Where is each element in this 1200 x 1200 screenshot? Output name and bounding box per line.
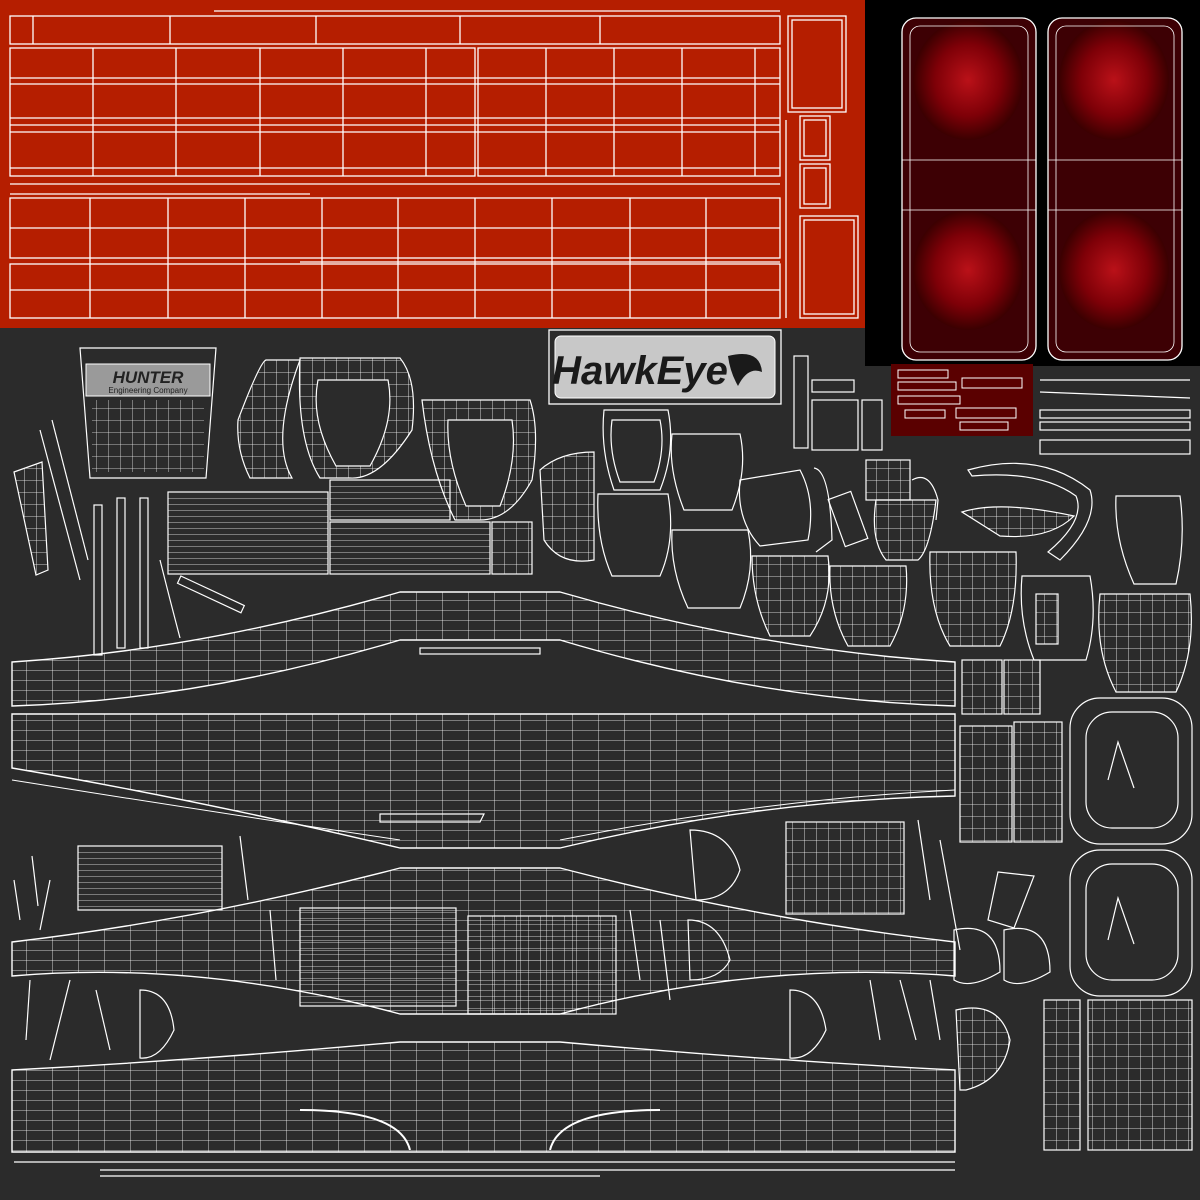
tail-lamp-right bbox=[1047, 17, 1183, 361]
right-pieces bbox=[929, 379, 1193, 1151]
lower-middle-pieces bbox=[13, 647, 961, 1061]
small-red-panel bbox=[891, 364, 1033, 436]
lamp-panel-region bbox=[865, 0, 1200, 366]
bottom-strips bbox=[14, 1161, 955, 1177]
hawkeye-logo-text: HawkEye bbox=[552, 349, 728, 393]
hunter-logo-text: HUNTER bbox=[113, 368, 185, 387]
middle-pieces bbox=[237, 355, 939, 647]
hunter-logo: HUNTER Engineering Company bbox=[79, 347, 217, 479]
chassis-band-1 bbox=[11, 591, 956, 707]
tail-lamp-left bbox=[901, 17, 1037, 361]
hunter-logo-subtext: Engineering Company bbox=[108, 386, 187, 395]
red-panel-region bbox=[0, 0, 865, 328]
chassis-band-4 bbox=[11, 1041, 956, 1153]
chassis-band-2 bbox=[11, 713, 956, 849]
hawkeye-logo: HawkEye bbox=[548, 329, 782, 405]
left-pieces bbox=[13, 419, 533, 656]
